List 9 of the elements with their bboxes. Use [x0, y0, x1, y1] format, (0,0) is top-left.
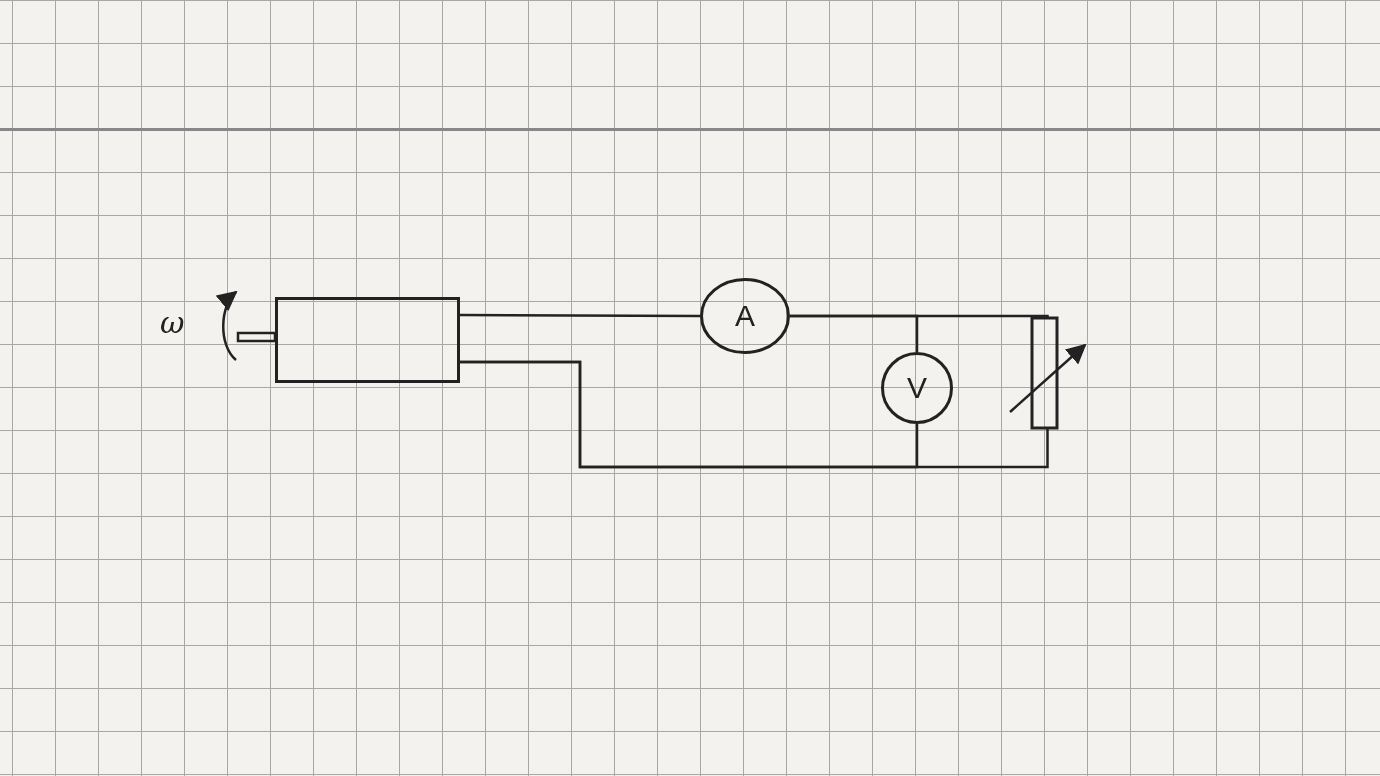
voltmeter-symbol — [881, 352, 953, 424]
meter-letter: A — [734, 298, 756, 334]
generator-box — [275, 297, 460, 383]
meter-letter: V — [906, 370, 928, 406]
wire — [460, 360, 1049, 469]
ammeter-symbol — [700, 278, 790, 354]
wire — [460, 313, 700, 318]
angular-velocity-symbol: ω — [160, 305, 185, 340]
wire — [790, 314, 1049, 319]
